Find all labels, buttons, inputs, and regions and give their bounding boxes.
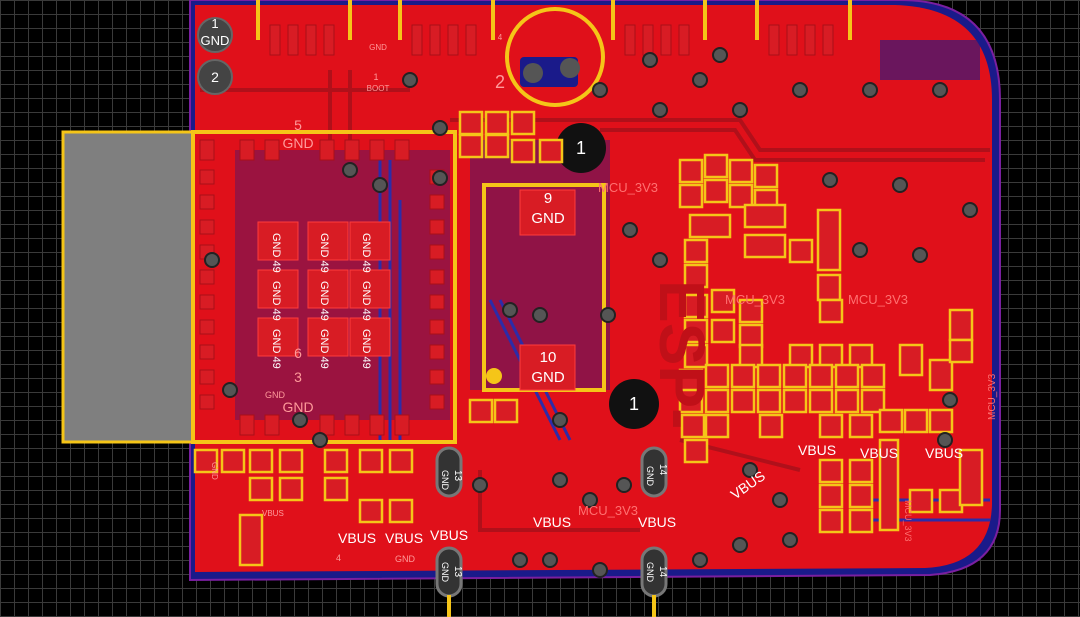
top-connectors <box>256 0 852 40</box>
module-pad-top-number: 5 <box>294 117 302 133</box>
usb-hole-net: GND <box>645 562 655 583</box>
net-label-mcu-3v3: MCU_3V3 <box>578 503 638 518</box>
usb-hole-net: GND <box>440 470 450 491</box>
mcu-pad-10-net: GND <box>531 369 565 386</box>
mcu-pad-10 <box>519 344 576 391</box>
usb-hole-net: GND <box>440 562 450 583</box>
fiducial <box>486 368 502 384</box>
header-pin-2-number: 2 <box>211 69 219 85</box>
header-pin-1-number: 1 <box>211 16 218 31</box>
top-connector-pads <box>269 24 834 56</box>
copper-pour <box>195 5 992 572</box>
header-pin-1 <box>197 17 233 53</box>
mcu-pad-9 <box>519 189 576 236</box>
net-label-vbus: VBUS <box>385 530 423 546</box>
thermal-pad-labels: GND 49 GND 49 GND 49 GND 49 GND 49 GND 4… <box>270 233 372 369</box>
test-point-1-label: 1 <box>576 138 586 158</box>
thermal-pad-label: GND 49 <box>270 233 282 273</box>
test-point-1 <box>556 123 606 173</box>
net-label-mcu-3v3: MCU_3V3 <box>848 292 908 307</box>
module-silk-text: ESP- <box>646 280 718 429</box>
net-label-mcu-3v3: MCU_3V3 <box>725 292 785 307</box>
boot-net-label: BOOT <box>367 84 390 93</box>
led-pad-1 <box>523 63 543 83</box>
usb-shield-slots <box>435 446 668 598</box>
thermal-pad-label: GND 49 <box>270 281 282 321</box>
net-label-mcu-3v3: MCU_3V3 <box>903 500 913 542</box>
net-label-vbus: VBUS <box>338 530 376 546</box>
net-label-vbus: VBUS <box>638 514 676 530</box>
passive-components <box>193 110 984 567</box>
boot-pin-number: 1 <box>373 72 378 82</box>
thermal-pad-label: GND 49 <box>318 233 330 273</box>
net-label-vbus: VBUS <box>430 527 468 543</box>
net-label-mcu-3v3: MCU_3V3 <box>598 180 658 195</box>
mcu-pad-9-number: 9 <box>544 190 552 207</box>
thermal-pad-label: GND 49 <box>360 233 372 273</box>
usb-shield-legs <box>447 595 656 617</box>
thermal-pad-label: GND 49 <box>360 281 372 321</box>
module-pad-bottom-net: GND <box>282 399 313 415</box>
boot-pin-top: 4 <box>498 33 503 42</box>
test-point-2-label: 1 <box>629 394 639 414</box>
net-label-gnd: GND <box>395 554 416 564</box>
vias <box>204 47 978 578</box>
thermal-pad-label: GND 49 <box>318 281 330 321</box>
mcu-pad-9-net: GND <box>531 210 565 227</box>
header-pin-1-net: GND <box>201 33 230 48</box>
module-side-pad: 6 <box>294 345 302 361</box>
net-label-number: 4 <box>336 553 341 563</box>
thermal-pad-label: GND 49 <box>270 329 282 369</box>
net-label-vbus: VBUS <box>925 445 963 461</box>
usb-hole-net: GND <box>645 466 655 487</box>
usb-hole-label: 14 <box>657 566 668 578</box>
net-label-gnd: GND <box>210 462 219 480</box>
usb-hole-label: 13 <box>452 566 463 578</box>
module-pad-top-net: GND <box>282 135 313 151</box>
module-pad-bottom-number: 3 <box>294 369 302 385</box>
header-pin-2 <box>197 59 233 95</box>
test-point-2 <box>609 379 659 429</box>
net-label-vbus: VBUS <box>860 445 898 461</box>
boot-pin-label: GND <box>369 43 387 52</box>
led-outline <box>505 7 605 107</box>
net-label-gnd: GND <box>265 390 286 400</box>
ground-keepout <box>880 40 980 80</box>
antenna-keepout <box>61 130 195 444</box>
net-label-vbus: VBUS <box>798 442 836 458</box>
usb-hole-label: 14 <box>657 464 668 476</box>
mcu-pad-10-number: 10 <box>540 349 557 366</box>
net-label-vbus: VBUS <box>262 509 284 518</box>
net-label-vbus: VBUS <box>533 514 571 530</box>
led-pad-2 <box>560 58 580 78</box>
boot-pin-number-2: 2 <box>495 72 505 92</box>
thermal-pad-grid <box>257 221 391 357</box>
thermal-pad-label: GND 49 <box>318 329 330 369</box>
thermal-pad-label: GND 49 <box>360 329 372 369</box>
usb-hole-label: 13 <box>452 470 463 482</box>
net-label-mcu-3v3: MCU_3V3 <box>987 373 998 420</box>
